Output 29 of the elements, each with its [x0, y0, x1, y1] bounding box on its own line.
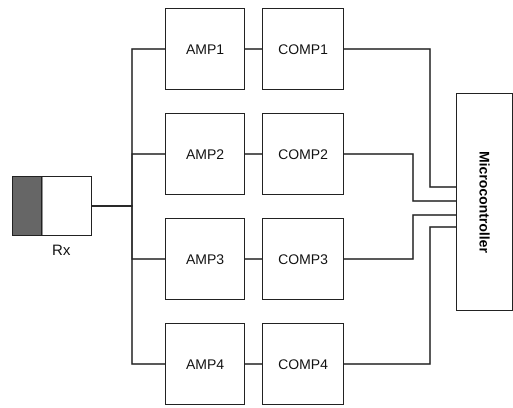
block-label: COMP2 — [278, 146, 328, 162]
component-label: Rx — [52, 242, 70, 259]
connector-line — [344, 48, 456, 188]
block-box — [165, 8, 245, 90]
connector-line — [344, 153, 456, 202]
block-box — [165, 323, 245, 405]
connector-line — [245, 258, 262, 260]
block-label: AMP3 — [186, 251, 224, 267]
block-label: COMP3 — [278, 251, 328, 267]
block-label: COMP1 — [278, 41, 328, 57]
block-label: AMP2 — [186, 146, 224, 162]
connector-line — [245, 363, 262, 365]
receiver-box — [12, 176, 92, 236]
connector-line — [92, 205, 165, 365]
microcontroller-box — [456, 93, 513, 311]
connector-line — [245, 153, 262, 155]
block-box — [262, 323, 344, 405]
block-box — [262, 218, 344, 300]
block-box — [165, 218, 245, 300]
block-label: Microcontroller — [476, 151, 492, 253]
block-label: COMP4 — [278, 356, 328, 372]
block-label: AMP1 — [186, 41, 224, 57]
block-box — [262, 113, 344, 195]
block-box — [165, 113, 245, 195]
block-label: AMP4 — [186, 356, 224, 372]
connector-line — [245, 48, 262, 50]
block-box — [262, 8, 344, 90]
connector-line — [344, 214, 456, 260]
connector-line — [344, 226, 456, 365]
